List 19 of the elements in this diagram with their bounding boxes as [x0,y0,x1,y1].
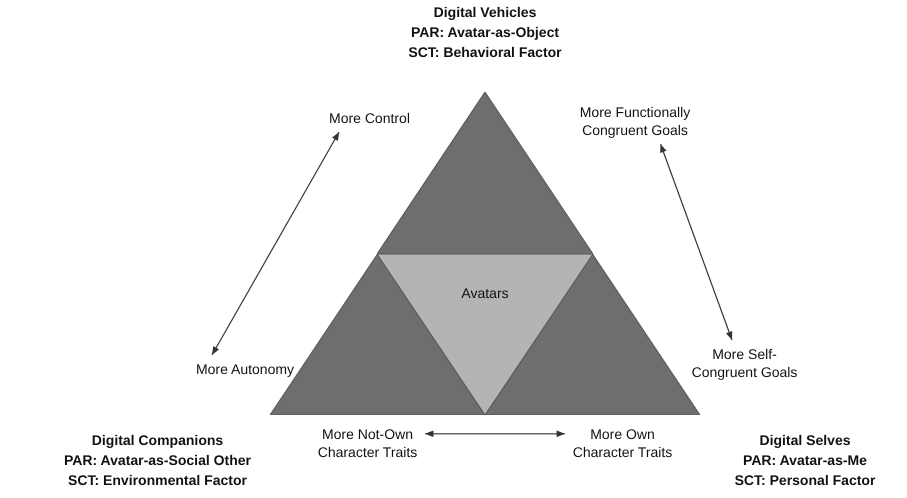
subheading-text: PAR: Avatar-as-Me [742,451,868,470]
heading-text: Digital Vehicles [432,3,538,22]
double-arrow [211,132,340,356]
subheading-text: PAR: Avatar-as-Social Other [63,451,252,470]
annotation-text: More Functionally Congruent Goals [560,98,710,154]
double-arrow [425,430,565,438]
subheading-text: PAR: Avatar-as-Object [410,23,560,42]
heading-text: Digital Companions [90,431,224,450]
double-arrow [660,144,733,340]
annotation-text: More Not-Own Character Traits [310,420,425,476]
subheading-text: SCT: Behavioral Factor [407,43,563,62]
annotation-text: More Control [322,104,417,142]
heading-text: Digital Selves [758,431,852,450]
annotation-text: More Autonomy [190,355,300,393]
center-label: Avatars [460,284,510,302]
annotation-text: More Self-Congruent Goals [682,340,807,414]
subheading-text: SCT: Personal Factor [734,471,876,490]
annotation-text: More Own Character Traits [565,420,680,476]
subheading-text: SCT: Environmental Factor [67,471,248,490]
